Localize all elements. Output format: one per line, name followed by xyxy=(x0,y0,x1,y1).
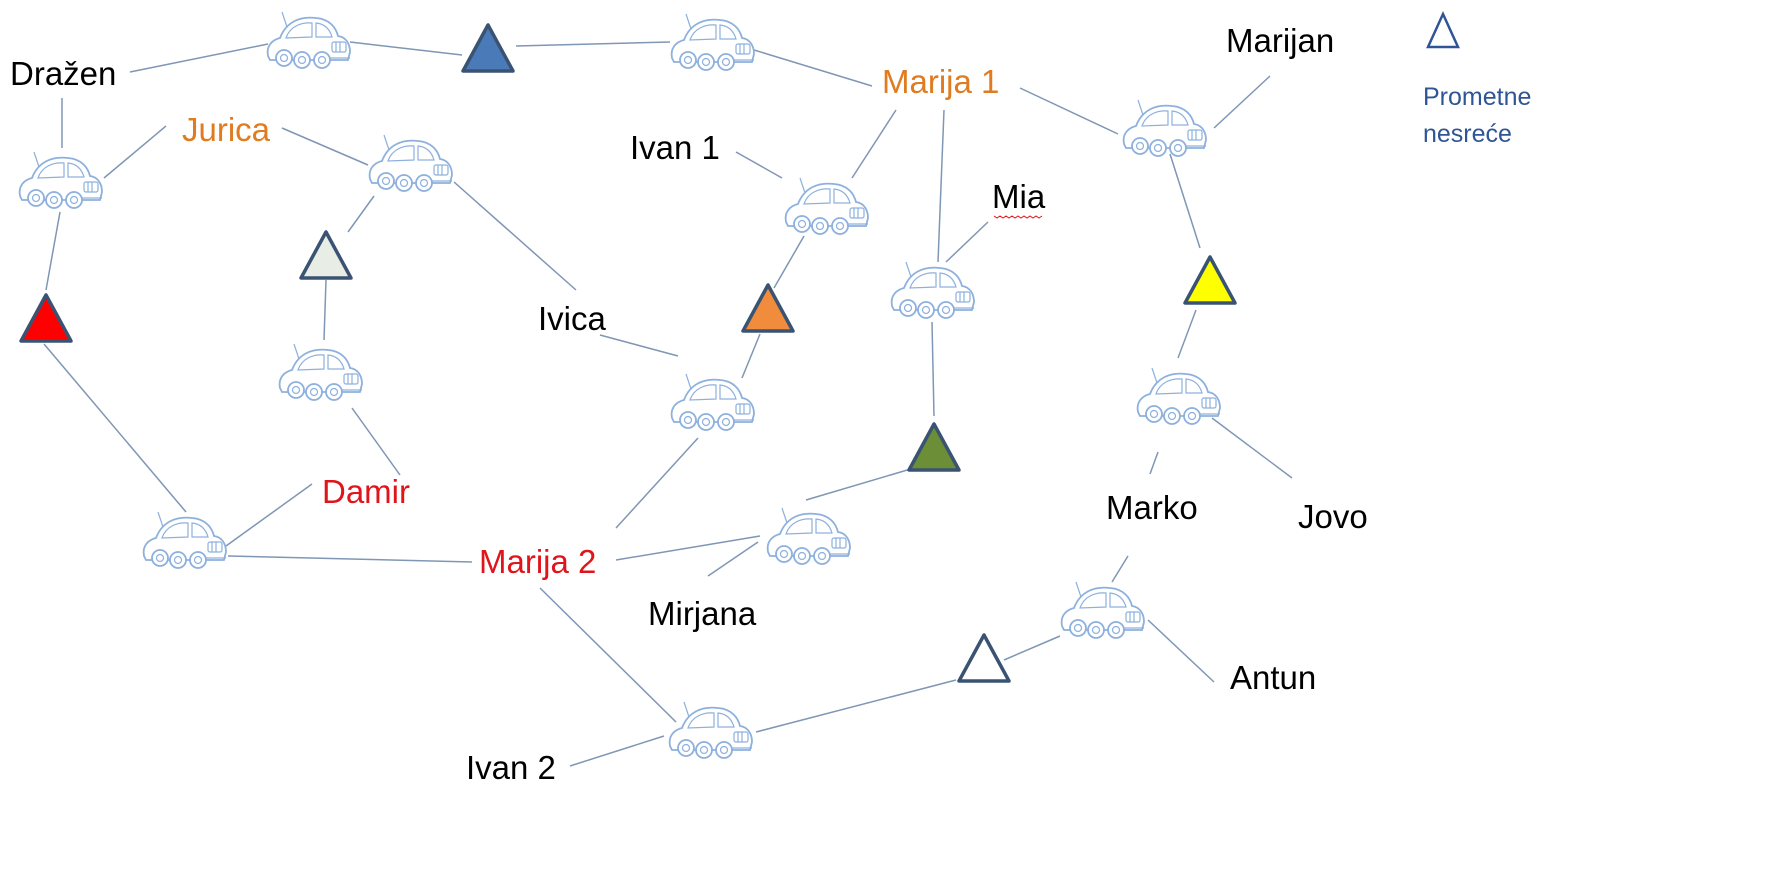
connection-line xyxy=(351,407,401,476)
person-label-jurica: Jurica xyxy=(182,111,271,148)
connection-line xyxy=(225,483,313,547)
connection-line xyxy=(741,333,761,379)
car-icon xyxy=(766,507,851,565)
connection-line xyxy=(615,535,761,561)
person-label-mia: Mia xyxy=(992,178,1046,215)
car-icon xyxy=(1060,581,1145,639)
car-icon xyxy=(784,177,869,235)
connection-line xyxy=(129,43,269,73)
connection-line xyxy=(805,467,915,501)
person-label-drazen: Dražen xyxy=(10,55,116,92)
connection-line xyxy=(1019,87,1119,135)
car-icon xyxy=(890,261,975,319)
person-label-jovo: Jovo xyxy=(1298,498,1368,535)
connection-line xyxy=(1147,619,1215,683)
car-icon xyxy=(368,134,453,192)
person-label-ivica: Ivica xyxy=(538,300,607,337)
connection-line xyxy=(755,679,957,733)
connection-line xyxy=(569,735,665,767)
connection-line xyxy=(945,221,989,263)
connection-line xyxy=(515,41,671,47)
connection-line xyxy=(43,343,187,513)
accident-triangle-icon xyxy=(741,283,795,333)
accident-triangle-icon xyxy=(957,633,1011,683)
connection-line xyxy=(539,587,677,723)
connection-line xyxy=(615,437,699,529)
legend-label-line2: nesreće xyxy=(1423,120,1512,148)
connection-line xyxy=(45,211,61,291)
connection-line xyxy=(851,109,897,179)
accident-triangle-icon xyxy=(461,23,515,73)
connection-line xyxy=(347,195,375,233)
car-icon xyxy=(668,701,753,759)
connection-line xyxy=(1169,153,1201,249)
connection-line xyxy=(281,127,369,166)
person-label-marija1: Marija 1 xyxy=(882,63,999,100)
connection-line xyxy=(707,541,759,577)
connection-line xyxy=(1111,555,1129,583)
connection-line xyxy=(103,125,167,179)
person-label-marija2: Marija 2 xyxy=(479,543,596,580)
connection-line xyxy=(773,235,805,289)
person-label-marijan: Marijan xyxy=(1226,22,1334,59)
car-icon xyxy=(1122,99,1207,157)
car-icon xyxy=(278,343,363,401)
connection-line xyxy=(599,334,679,357)
accident-triangle-icon xyxy=(1183,255,1237,305)
accident-triangle-icon xyxy=(19,293,73,343)
car-icon xyxy=(670,13,755,71)
car-icon xyxy=(266,11,351,69)
car-icon xyxy=(142,511,227,569)
connection-line xyxy=(753,49,873,87)
connection-line xyxy=(1211,417,1293,479)
person-label-damir: Damir xyxy=(322,473,410,510)
connection-line xyxy=(1003,635,1061,661)
connection-line xyxy=(1149,451,1159,475)
legend-label-line1: Prometne xyxy=(1423,83,1531,111)
car-icon xyxy=(670,373,755,431)
person-label-mirjana: Mirjana xyxy=(648,595,757,632)
person-label-ivan2: Ivan 2 xyxy=(466,749,556,786)
accident-triangle-icon xyxy=(907,422,961,472)
car-icon xyxy=(1136,367,1221,425)
triangle-outline-icon xyxy=(1426,10,1460,49)
connection-line xyxy=(349,41,463,56)
spellcheck-underline xyxy=(993,215,1043,219)
person-label-antun: Antun xyxy=(1230,659,1316,696)
connection-line xyxy=(1213,75,1271,129)
connection-line xyxy=(453,181,577,291)
connection-line xyxy=(323,279,327,341)
person-label-marko: Marko xyxy=(1106,489,1198,526)
connection-line xyxy=(937,109,945,263)
accident-triangle-icon xyxy=(299,230,353,280)
car-icon xyxy=(18,151,103,209)
connection-line xyxy=(1177,309,1197,359)
connection-line xyxy=(931,321,935,417)
connection-line xyxy=(735,151,783,179)
connection-line xyxy=(227,555,473,563)
person-label-ivan1: Ivan 1 xyxy=(630,129,720,166)
